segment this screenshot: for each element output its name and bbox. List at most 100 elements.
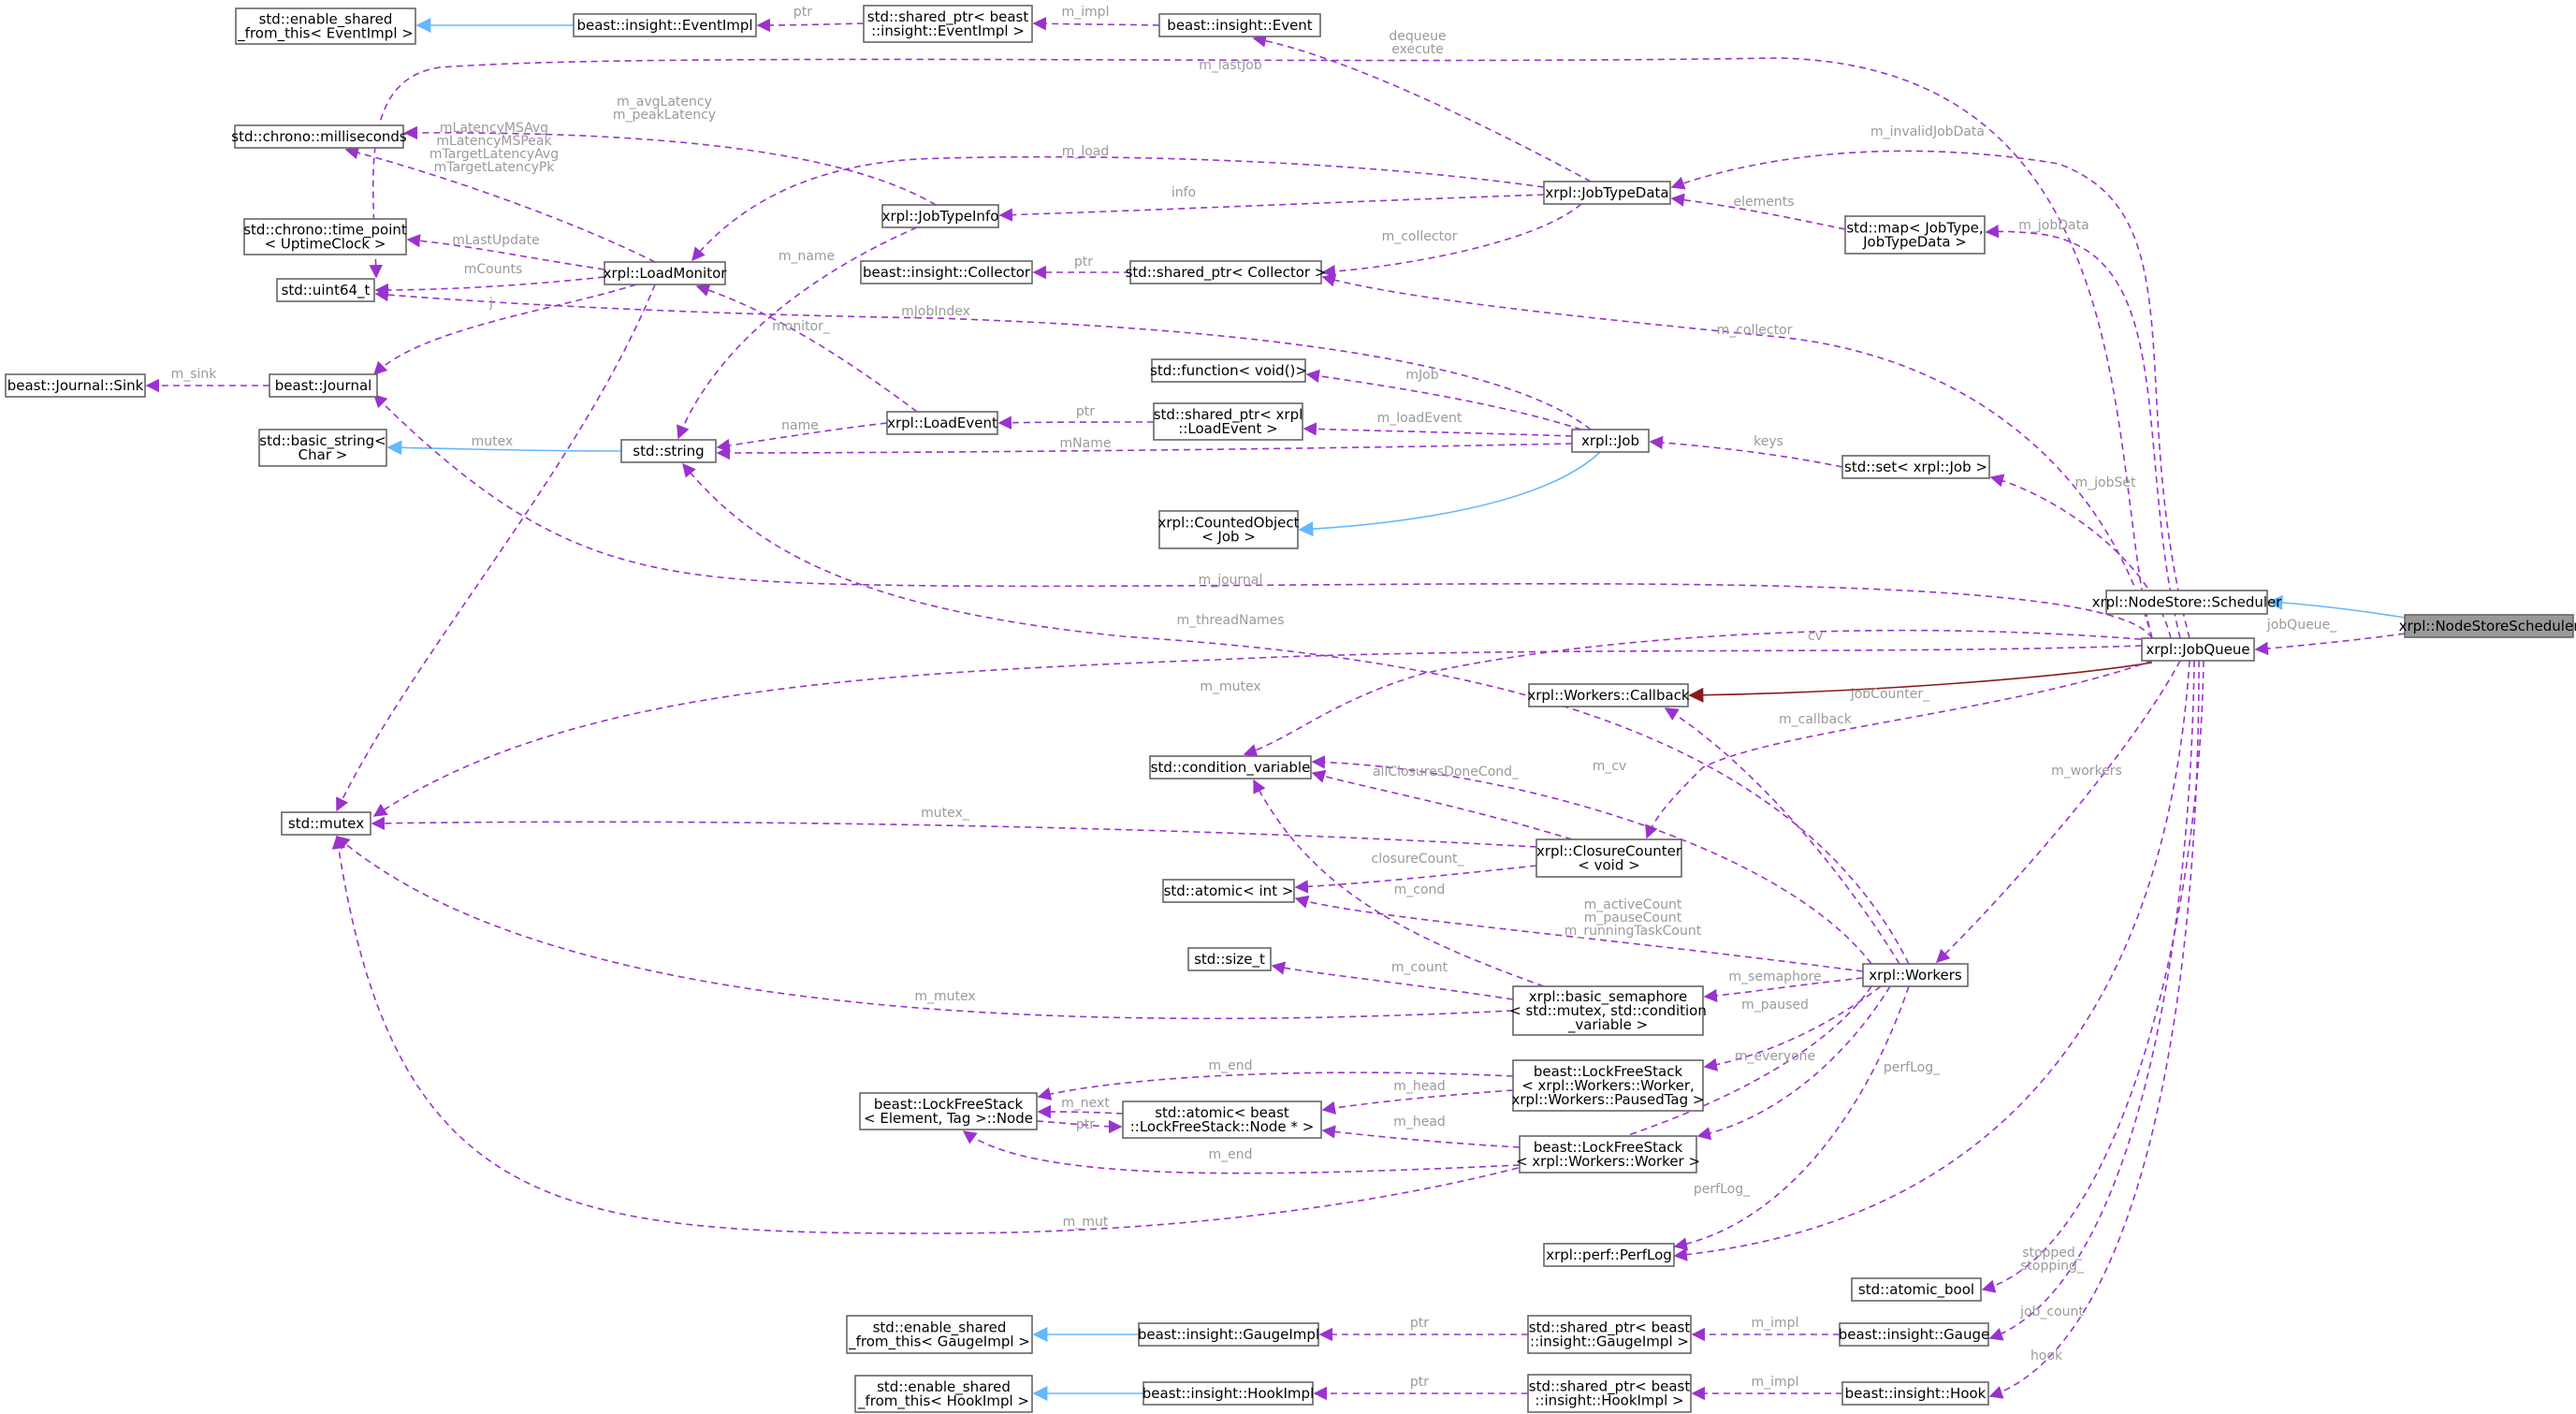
- class-node-shared-ptr-collector[interactable]: std::shared_ptr< Collector >: [1126, 260, 1327, 284]
- class-node-enable-shared-hookimpl[interactable]: std::enable_shared_from_this< HookImpl >: [854, 1375, 1033, 1413]
- class-node-label: std::size_t: [1194, 951, 1265, 969]
- edge-jobtypedata-event: [1252, 34, 1592, 182]
- class-node-time-point[interactable]: std::chrono::time_point< UptimeClock >: [243, 218, 407, 255]
- edge-label-m-semaphore: m_semaphore: [1728, 969, 1821, 984]
- class-node-milliseconds[interactable]: std::chrono::milliseconds: [231, 124, 407, 149]
- edge-lfs-paused-lfs-node: [1037, 1071, 1514, 1101]
- class-node-label: xrpl::Workers::Callback: [1527, 687, 1690, 704]
- edge-label-closurecount: closureCount_: [1372, 852, 1465, 867]
- class-node-countedobject[interactable]: xrpl::CountedObject< Job >: [1158, 510, 1300, 549]
- edge-label-ptr-loadevent: ptr: [1076, 404, 1095, 419]
- class-node-map-jobtype[interactable]: std::map< JobType,JobTypeData >: [1844, 215, 1986, 255]
- edge-label-stopped-stopping: stopped_: [2022, 1246, 2083, 1261]
- edge-label-perflog-workers: perfLog_: [1884, 1060, 1941, 1075]
- class-node-hook[interactable]: beast::insight::Hook: [1841, 1381, 1989, 1406]
- edge-closurecounter-condition-variable: [1311, 769, 1573, 840]
- edge-label-mutex-cc: mutex_: [921, 806, 970, 821]
- edge-loadmonitor-journal: [372, 284, 637, 376]
- edge-label-m-collector-jq: m_collector: [1717, 323, 1793, 338]
- edge-workers-perflog: [1673, 985, 1910, 1251]
- class-node-nodestorescheduler[interactable]: xrpl::NodeStoreScheduler: [2399, 614, 2576, 638]
- class-node-enable-shared-eventimpl[interactable]: std::enable_shared_from_this< EventImpl …: [235, 7, 416, 45]
- edge-jobqueue-set-job: [1989, 474, 2172, 639]
- class-node-journal[interactable]: beast::Journal: [269, 373, 378, 398]
- class-node-closurecounter[interactable]: xrpl::ClosureCounter< void >: [1535, 838, 1682, 878]
- edge-label-jobcounter: jobCounter_: [1850, 687, 1930, 702]
- class-node-jobqueue[interactable]: xrpl::JobQueue: [2141, 637, 2255, 662]
- edge-basic-semaphore-mutex: [335, 836, 1514, 1020]
- class-node-collector[interactable]: beast::insight::Collector: [860, 260, 1033, 284]
- class-node-label: _from_this< GaugeImpl >: [848, 1334, 1030, 1351]
- class-node-eventimpl[interactable]: beast::insight::EventImpl: [573, 13, 757, 37]
- edge-label-m-mutex-jq: m_mutex: [1200, 679, 1260, 694]
- edge-label-m-end-worker: m_end: [1208, 1147, 1252, 1162]
- class-node-perflog[interactable]: xrpl::perf::PerfLog: [1543, 1243, 1675, 1267]
- edge-label-m-lastjob: m_lastJob: [1199, 58, 1262, 73]
- class-node-job[interactable]: xrpl::Job: [1571, 429, 1650, 453]
- class-node-hookimpl[interactable]: beast::insight::HookImpl: [1142, 1381, 1314, 1406]
- edge-label-active-pause-running: m_runningTaskCount: [1565, 924, 1702, 939]
- class-node-lfs-worker[interactable]: beast::LockFreeStack< xrpl::Workers::Wor…: [1516, 1135, 1700, 1173]
- class-node-mutex[interactable]: std::mutex: [281, 811, 371, 836]
- edge-workers-basic-semaphore: [1703, 977, 1864, 1003]
- class-node-label: std::map< JobType,: [1846, 220, 1983, 237]
- edge-basic-semaphore-size-t: [1271, 961, 1514, 1000]
- class-node-nodestore-scheduler[interactable]: xrpl::NodeStore::Scheduler: [2092, 590, 2283, 615]
- edge-job-string: [716, 443, 1573, 460]
- class-node-atomic-int[interactable]: std::atomic< int >: [1162, 879, 1295, 903]
- class-node-label: std::enable_shared: [877, 1378, 1011, 1396]
- class-node-event[interactable]: beast::insight::Event: [1158, 13, 1321, 37]
- class-node-atomic-lfs-node[interactable]: std::atomic< beast::LockFreeStack::Node …: [1122, 1101, 1322, 1139]
- edge-loadmonitor-time-point: [406, 234, 605, 270]
- edge-label-m-journal: m_journal: [1199, 573, 1263, 588]
- class-node-lfs-paused[interactable]: beast::LockFreeStack< xrpl::Workers::Wor…: [1512, 1059, 1705, 1112]
- class-node-label: xrpl::JobTypeData: [1545, 184, 1668, 201]
- edge-label-m-cond: m_cond: [1394, 882, 1446, 897]
- edge-jobqueue-jobtypedata: [1670, 150, 2190, 639]
- class-node-gaugeimpl[interactable]: beast::insight::GaugeImpl: [1138, 1322, 1319, 1347]
- edge-atomic-lfs-node-lfs-node: [1037, 1104, 1124, 1119]
- class-node-string[interactable]: std::string: [620, 439, 717, 463]
- class-node-workers-callback[interactable]: xrpl::Workers::Callback: [1527, 683, 1690, 707]
- class-node-label: std::enable_shared: [259, 11, 393, 29]
- class-node-journal-sink[interactable]: beast::Journal::Sink: [5, 373, 146, 398]
- edge-label-mname: mName: [1060, 436, 1112, 451]
- edge-label-job-count: job_count: [2019, 1305, 2084, 1319]
- class-node-workers[interactable]: xrpl::Workers: [1862, 963, 1969, 987]
- class-node-lfs-node[interactable]: beast::LockFreeStack< Element, Tag >::No…: [859, 1092, 1038, 1130]
- class-node-shared-ptr-eventimpl[interactable]: std::shared_ptr< beast::insight::EventIm…: [863, 5, 1033, 43]
- class-node-jobtypedata[interactable]: xrpl::JobTypeData: [1543, 181, 1671, 205]
- class-node-shared-ptr-gaugeimpl[interactable]: std::shared_ptr< beast::insight::GaugeIm…: [1527, 1315, 1692, 1354]
- class-node-function-void[interactable]: std::function< void()>: [1150, 358, 1307, 383]
- edge-label-name: name: [781, 418, 819, 433]
- class-node-label: std::atomic< beast: [1155, 1104, 1289, 1121]
- edge-workers-condition-variable: [1311, 755, 1872, 965]
- class-node-set-job[interactable]: std::set< xrpl::Job >: [1841, 455, 1990, 479]
- class-node-basic-string[interactable]: std::basic_string<Char >: [258, 429, 387, 467]
- class-node-basic-semaphore[interactable]: xrpl::basic_semaphore< std::mutex, std::…: [1509, 985, 1707, 1036]
- class-node-gauge[interactable]: beast::insight::Gauge: [1839, 1322, 1990, 1347]
- edge-jobqueue-workers: [1935, 660, 2181, 964]
- class-node-size-t[interactable]: std::size_t: [1187, 947, 1272, 971]
- class-node-enable-shared-gaugeimpl[interactable]: std::enable_shared_from_this< GaugeImpl …: [846, 1315, 1033, 1354]
- class-node-label: xrpl::Workers::PausedTag >: [1512, 1091, 1705, 1108]
- edge-jobtypeinfo-milliseconds: [403, 125, 937, 206]
- edge-label-m-end-paused: m_end: [1208, 1058, 1252, 1073]
- edge-label-dequeue-execute: execute: [1391, 42, 1444, 57]
- edge-closurecounter-mutex: [371, 816, 1537, 848]
- class-node-uint64[interactable]: std::uint64_t: [276, 278, 375, 302]
- edge-label-latency-group: mLatencyMSAvg: [440, 121, 548, 136]
- class-node-shared-ptr-hookimpl[interactable]: std::shared_ptr< beast::insight::HookImp…: [1527, 1374, 1692, 1413]
- class-node-loadevent[interactable]: xrpl::LoadEvent: [886, 411, 998, 435]
- class-node-loadmonitor[interactable]: xrpl::LoadMonitor: [604, 261, 728, 285]
- edge-jobqueue-shared-ptr-collector: [1321, 273, 2153, 639]
- edge-workers-atomic-int: [1294, 895, 1864, 972]
- edge-label-active-pause-running: m_pauseCount: [1584, 911, 1682, 926]
- class-node-condition-variable[interactable]: std::condition_variable: [1149, 755, 1312, 780]
- class-node-shared-ptr-loadevent[interactable]: std::shared_ptr< xrpl::LoadEvent >: [1153, 402, 1303, 441]
- class-node-jobtypeinfo[interactable]: xrpl::JobTypeInfo: [881, 204, 999, 228]
- class-node-label: std::shared_ptr< Collector >: [1126, 264, 1327, 282]
- edge-label-m-everyone: m_everyone: [1735, 1049, 1815, 1064]
- edge-label-m-next: m_next: [1061, 1096, 1110, 1111]
- class-node-atomic-bool[interactable]: std::atomic_bool: [1851, 1277, 1982, 1302]
